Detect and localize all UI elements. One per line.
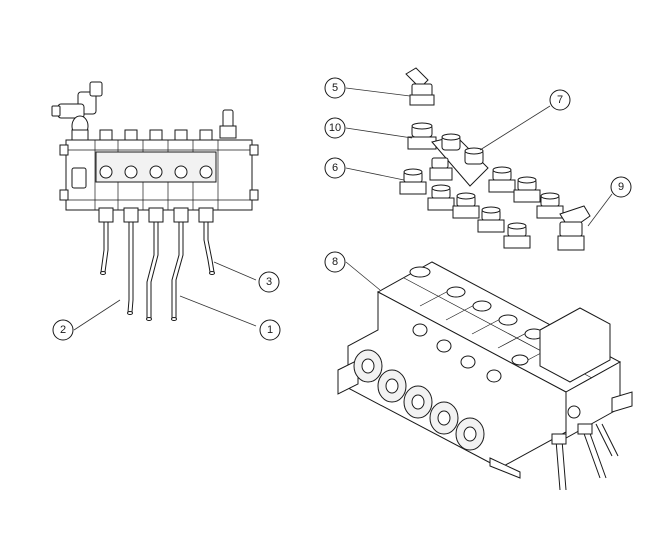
balloon-8: 8 [324, 251, 346, 273]
valve-block-isometric [337, 261, 633, 491]
elbow-fitting-top-left [51, 81, 103, 145]
assembled-valve-front-view [51, 81, 259, 321]
block-levers [551, 423, 619, 491]
balloon-7-label: 7 [557, 94, 563, 106]
balloon-5-label: 5 [332, 82, 338, 94]
balloon-8-label: 8 [332, 256, 338, 268]
balloon-5: 5 [324, 77, 346, 99]
elbow-fitting-90deg [557, 205, 591, 251]
balloon-10-label: 10 [329, 122, 341, 134]
balloon-7: 7 [549, 89, 571, 111]
balloon-3: 3 [258, 271, 280, 293]
balloon-10: 10 [324, 117, 346, 139]
balloon-1-label: 1 [267, 324, 273, 336]
leader-lines [73, 87, 613, 331]
top-nut-row [99, 129, 213, 143]
spool-caps [353, 349, 485, 451]
bottom-nut-row [98, 207, 214, 223]
balloon-3-label: 3 [266, 276, 272, 288]
fitting-top-right [219, 109, 237, 139]
balloon-2-label: 2 [60, 324, 66, 336]
valve-body-side [59, 139, 259, 211]
straight-fitting-group [399, 122, 564, 249]
balloon-6-label: 6 [332, 162, 338, 174]
balloon-6: 6 [324, 157, 346, 179]
elbow-fitting-45deg [405, 67, 435, 106]
balloon-9-label: 9 [618, 181, 624, 193]
balloon-2: 2 [52, 319, 74, 341]
balloon-9: 9 [610, 176, 632, 198]
control-levers [100, 222, 215, 321]
balloon-1: 1 [259, 319, 281, 341]
